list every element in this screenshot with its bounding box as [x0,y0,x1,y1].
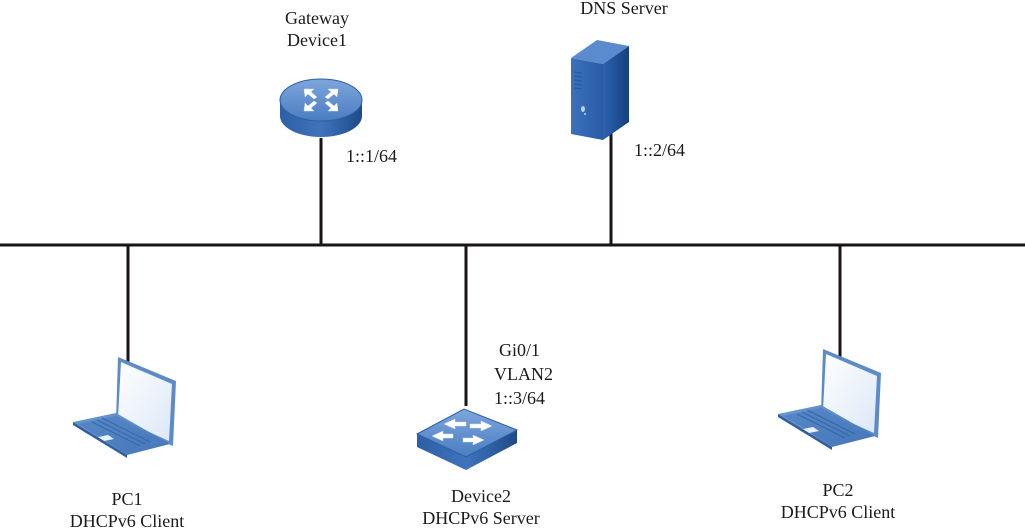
device2-label: Device2 [451,486,511,506]
dns-label: DNS Server [580,0,668,18]
gateway-label-line1: Gateway [285,8,349,28]
router-icon[interactable] [279,78,363,137]
dns-address: 1::2/64 [634,140,685,160]
laptop-icon[interactable] [778,349,881,450]
switch-icon[interactable] [415,408,519,470]
pc1-label: PC1 [111,489,142,509]
device2-address: 1::3/64 [494,388,545,408]
device2-role: DHCPv6 Server [422,508,540,528]
gateway-address: 1::1/64 [346,146,397,166]
device2-port: Gi0/1 [499,340,540,360]
pc2-label: PC2 [822,480,853,500]
pc1-role: DHCPv6 Client [70,511,185,529]
gateway-label-line2: Device1 [287,30,347,50]
device2-vlan: VLAN2 [494,364,553,384]
server-icon[interactable] [571,40,629,140]
laptop-icon[interactable] [73,357,176,458]
pc2-role: DHCPv6 Client [781,502,896,522]
